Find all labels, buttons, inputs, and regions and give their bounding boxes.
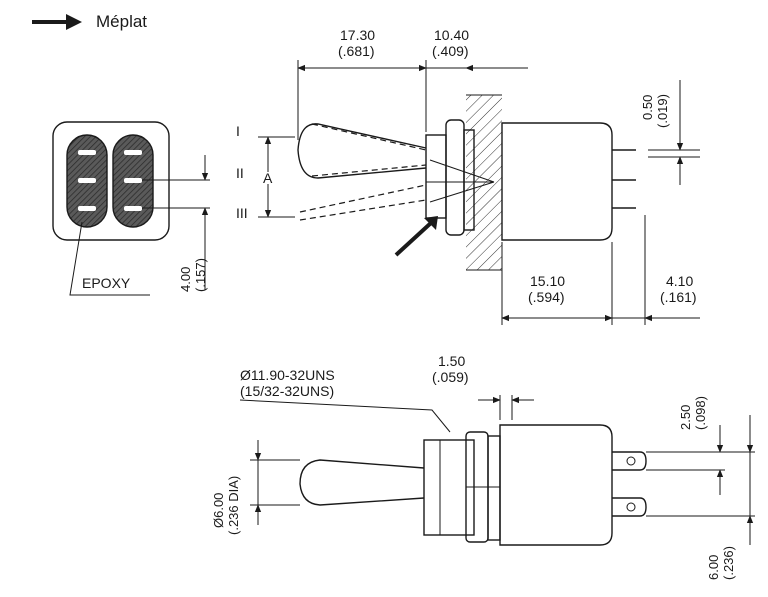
position-label: I [236,123,240,139]
dim-17-30-mm: 17.30 [340,27,375,43]
terminal-slot [124,150,142,155]
side-view: A I II III 17.30 (.681) 10.40 (.409) 0.5… [236,27,700,325]
dim-15-10-in: (.594) [528,289,565,305]
terminal-pins [612,149,636,209]
dim-4-10-mm: 4.10 [666,273,693,289]
hex-nut [445,119,465,236]
washer-top [487,435,501,541]
dim-10-40-in: (.409) [432,43,469,59]
dim-15-10-mm: 15.10 [530,273,565,289]
dim-4-00-mm: 4.00 [178,267,193,292]
terminal-slot [78,206,96,211]
terminal-slot [124,178,142,183]
dim-4-10-in: (.161) [660,289,697,305]
bushing [425,134,447,219]
thread-leader [239,399,451,433]
terminal-tab [612,497,647,517]
legend: Méplat [32,12,147,31]
dim-6-00-dia-mm: Ø6.00 [211,493,226,528]
thread-line2: (15/32-32UNS) [240,383,334,399]
dim-2-50-in: (.098) [693,396,708,430]
flat-arrow-icon [424,216,438,230]
toggle-lever [297,123,427,179]
epoxy-leader [69,221,150,296]
thread-line1: Ø11.90-32UNS [240,367,335,383]
switch-body [501,122,613,241]
end-view: 4.00 (.157) EPOXY [52,121,210,296]
dim-1-50-in: (.059) [432,369,469,385]
washer [463,129,475,231]
dim-17-30-in: (.681) [338,43,375,59]
switch-body-top [499,424,613,546]
position-label: II [236,165,244,181]
dim-4-00-in: (.157) [193,258,208,292]
position-label: III [236,205,248,221]
dim-1-50-mm: 1.50 [438,353,465,369]
dim-6-00-in: (.236) [721,546,736,580]
end-view-housing [52,121,170,241]
terminal-slot [124,206,142,211]
dim-0-50-in: (.019) [655,94,670,128]
top-view: Ø11.90-32UNS (15/32-32UNS) 1.50 (.059) 2… [211,353,755,580]
dim-4-00: 4.00 (.157) [178,258,208,292]
arrow-right-icon [32,14,82,30]
epoxy-label: EPOXY [82,275,131,291]
terminal-slot [78,150,96,155]
terminal-slot [78,178,96,183]
toggle-lever-top [299,459,425,506]
dim-6-00-dia-in: (.236 DIA) [226,476,241,535]
dim-2-50-mm: 2.50 [678,405,693,430]
angle-label: A [263,170,273,186]
dim-6-00-mm: 6.00 [706,555,721,580]
dim-0-50-mm: 0.50 [640,95,655,120]
dim-10-40-mm: 10.40 [434,27,469,43]
legend-label: Méplat [96,12,147,31]
terminal-tab [612,451,647,471]
